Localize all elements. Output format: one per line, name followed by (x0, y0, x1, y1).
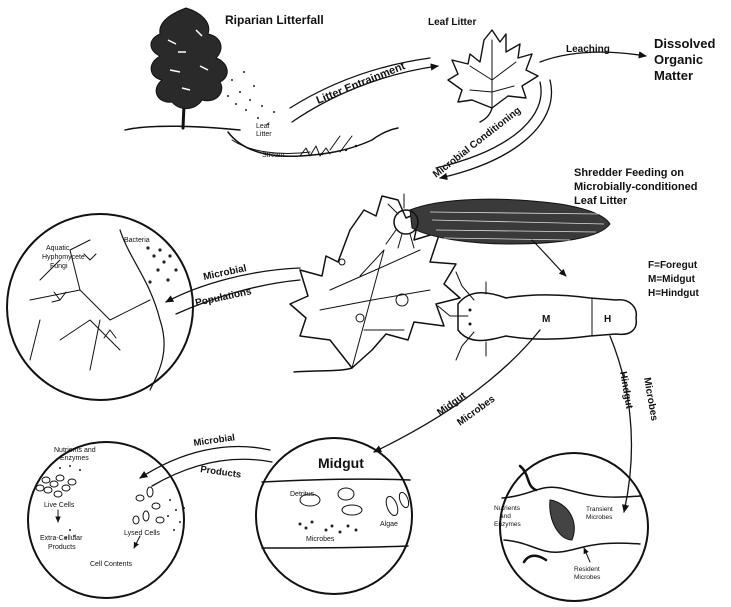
extra-products-label: Products (48, 544, 76, 551)
detritus-label: Detritus (290, 491, 315, 498)
stream-litter-label: Litter (256, 131, 272, 138)
riparian-litterfall-label: Riparian Litterfall (225, 13, 324, 27)
riparian-tree-icon (125, 8, 240, 130)
microbial-products-circle (28, 442, 185, 598)
stream-leaf-label: Leaf (256, 123, 270, 130)
microbial-populations-circle (7, 214, 193, 400)
products-enzymes-label: Enzymes (60, 455, 89, 462)
midgut-microbes-arrow (374, 330, 540, 452)
hindgut-microbes-arrow-label: Microbes (641, 377, 660, 423)
leaching-label: Leaching (566, 44, 610, 55)
shredder-label-line2: Microbially-conditioned (574, 181, 697, 193)
algae-label: Algae (380, 521, 398, 528)
hindgut-arrow-label: Hindgut (617, 371, 635, 411)
stream-label: Stream (262, 152, 285, 159)
dom-label-line1: Dissolved (654, 36, 715, 51)
fungi-label-line2: Hyphomycete (42, 254, 85, 261)
dom-label-line2: Organic (654, 52, 703, 67)
falling-litter-dots (227, 71, 275, 125)
maple-leaf-icon (448, 30, 538, 122)
products-nutrients-label: Nutrients and (54, 447, 96, 454)
hindgut-microbes-arrow (610, 336, 631, 512)
cell-contents-label: Cell Contents (90, 561, 133, 568)
dom-label-line3: Matter (654, 68, 693, 83)
lysed-cells-label: Lysed Cells (124, 530, 160, 537)
litter-entrainment-label: Litter Entrainment (315, 60, 408, 107)
shredder-to-gut-arrow (532, 240, 566, 276)
fungi-label-line3: Fungi (50, 263, 68, 270)
gut-key-foregut: F=Foregut (648, 260, 698, 271)
live-cells-label: Live Cells (44, 502, 75, 509)
leaf-litter-label: Leaf Litter (428, 17, 476, 28)
hindgut-nutrients-label: Nutrients (494, 505, 521, 512)
midgut-circle-title: Midgut (318, 455, 364, 471)
products-label: Products (200, 464, 242, 481)
microbial-conditioning-label: Microbial Conditioning (431, 105, 523, 180)
hindgut-and-label: and (500, 513, 511, 520)
transient-label-line2: Microbes (586, 514, 613, 521)
stream-channel (228, 128, 398, 156)
midgut-microbes-label: Microbes (306, 536, 335, 543)
gut-hindgut-letter: H (604, 314, 611, 325)
bacteria-label: Bacteria (124, 237, 150, 244)
shredder-label-line1: Shredder Feeding on (574, 167, 684, 179)
hindgut-enzymes-label: Enzymes (494, 521, 521, 528)
transient-label-line1: Transient (586, 506, 613, 513)
shredder-label-line3: Leaf Litter (574, 195, 628, 207)
gut-midgut-letter: M (542, 314, 550, 325)
fungi-label-line1: Aquatic (46, 245, 70, 252)
resident-label-line1: Resident (574, 566, 600, 573)
extra-cellular-label: Extra-Cellular (40, 535, 83, 542)
gut-key-hindgut: H=Hindgut (648, 288, 699, 299)
gut-key-midgut: M=Midgut (648, 274, 696, 285)
populations-arrow-label: Populations (194, 286, 253, 309)
resident-label-line2: Microbes (574, 574, 601, 581)
